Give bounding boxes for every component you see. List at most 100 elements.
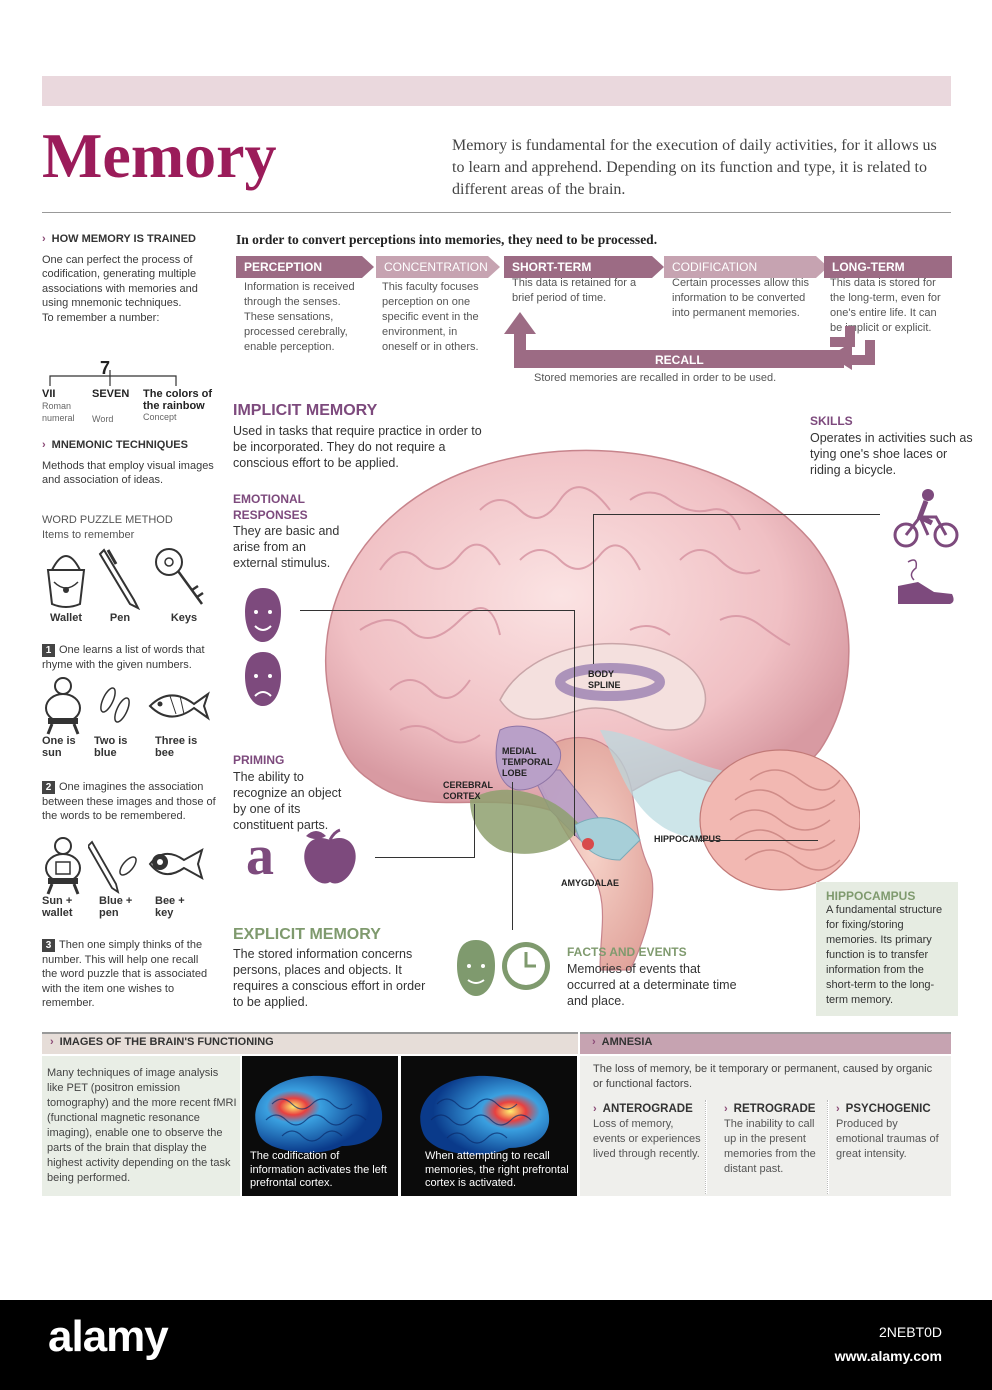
label-cerebral-cortex: CEREBRAL CORTEX <box>443 780 493 801</box>
stage-concentration-label: CONCENTRATION <box>384 260 488 274</box>
explicit-text: The stored information concerns persons,… <box>233 947 426 1009</box>
scan-caption-right: When attempting to recall memories, the … <box>425 1150 569 1189</box>
imaging-text: Many techniques of image analysis like P… <box>47 1067 237 1184</box>
fish-icon <box>148 691 210 721</box>
retrograde-text: The inability to call up in the present … <box>724 1118 816 1175</box>
wallet-icon <box>46 555 86 608</box>
pet-scan-left-icon <box>255 1075 383 1153</box>
stage-longterm-label: LONG-TERM <box>832 260 905 274</box>
stage-shortterm-text: This data is retained for a brief period… <box>512 277 637 304</box>
amnesia-retrograde: ›RETROGRADE The inability to call up in … <box>724 1102 824 1177</box>
amnesia-heading: AMNESIA <box>601 1036 653 1048</box>
item-wallet: Wallet <box>50 612 82 624</box>
anterograde-text: Loss of memory, events or experiences li… <box>593 1118 701 1160</box>
trained-section: ›HOW MEMORY IS TRAINED One can perfect t… <box>42 232 217 325</box>
combo-sun-wallet: Sun + wallet <box>42 895 73 919</box>
amnesia-text: The loss of memory, be it temporary or p… <box>593 1063 933 1090</box>
amnesia-divider-1 <box>705 1100 707 1194</box>
page-title: Memory <box>42 120 277 191</box>
form-concept-value: The colors of the rainbow <box>143 388 213 412</box>
emotional-text: They are basic and arise from an externa… <box>233 524 340 570</box>
title-divider <box>42 212 951 213</box>
process-arrows <box>236 256 952 278</box>
trained-number-intro: To remember a number: <box>42 311 160 324</box>
priming-letter: a <box>246 825 274 887</box>
leader-facts <box>512 782 513 930</box>
form-word-caption: Word <box>92 414 114 424</box>
brain-illustration <box>325 449 860 971</box>
combo-bee-key: Bee + key <box>155 895 185 919</box>
bee-key-icon <box>148 847 204 881</box>
apple-icon <box>304 828 356 884</box>
footer-logo: alamy <box>48 1312 169 1361</box>
rhyme-two: Two is blue <box>94 735 128 759</box>
label-medial-temporal-lobe: MEDIAL TEMPORAL LOBE <box>502 746 553 778</box>
retrograde-heading: RETROGRADE <box>733 1103 816 1115</box>
step-2-number: 2 <box>42 781 55 794</box>
explicit-heading: EXPLICIT MEMORY <box>233 926 381 943</box>
item-keys: Keys <box>170 612 198 624</box>
facts-text: Memories of events that occurred at a de… <box>567 962 737 1008</box>
stage-codification-label: CODIFICATION <box>672 260 758 274</box>
sumo-icon <box>45 677 81 735</box>
sun-wallet-icon <box>45 837 81 895</box>
item-pen: Pen <box>109 612 131 624</box>
footer-bar: alamy 2NEBT0D www.alamy.com <box>0 1300 992 1390</box>
rhyme-one: One is sun <box>42 735 76 759</box>
scan-caption-left: The codification of information activate… <box>250 1150 387 1189</box>
hippocampus-box-heading: HIPPOCAMPUS <box>826 889 916 903</box>
anterograde-heading: ANTEROGRADE <box>602 1103 693 1115</box>
mnemonic-text: Methods that employ visual images and as… <box>42 459 214 487</box>
method-title: WORD PUZZLE METHOD <box>42 514 173 526</box>
scan-panel-left: The codification of information activate… <box>242 1056 398 1196</box>
face-icon <box>457 940 495 996</box>
form-roman-caption: Roman numeral <box>42 401 75 423</box>
facts-heading: FACTS AND EVENTS <box>567 945 687 959</box>
implicit-heading: IMPLICIT MEMORY <box>233 402 378 419</box>
leader-skills <box>593 514 880 515</box>
leader-hippocampus <box>700 840 818 841</box>
hippocampus-box-text: A fundamental structure for fixing/stori… <box>826 904 943 1006</box>
step-1-number: 1 <box>42 644 55 657</box>
pen-icon <box>98 548 141 610</box>
method-sub: Items to remember <box>42 528 135 541</box>
clock-icon <box>502 942 550 990</box>
shoe-icon <box>898 559 954 604</box>
happy-face-icon <box>245 588 281 642</box>
leader-priming <box>375 857 475 858</box>
footer-url: www.alamy.com <box>834 1348 942 1364</box>
label-hippocampus: HIPPOCAMPUS <box>654 834 722 844</box>
form-word: SEVEN Word <box>92 388 137 424</box>
amnesia-psychogenic: ›PSYCHOGENIC Produced by emotional traum… <box>836 1102 946 1162</box>
bicycle-icon <box>893 489 959 548</box>
imaging-header: ›IMAGES OF THE BRAIN'S FUNCTIONING <box>42 1032 578 1054</box>
pet-scan-right-icon <box>420 1075 550 1155</box>
stage-concentration-text: This faculty focuses perception on one s… <box>382 281 479 353</box>
label-amygdalae: AMYGDALAE <box>561 878 619 888</box>
amnesia-divider-2 <box>827 1100 829 1194</box>
blue-pen-icon <box>88 840 137 895</box>
imaging-text-panel <box>42 1056 240 1196</box>
amnesia-header: ›AMNESIA <box>580 1032 951 1054</box>
psychogenic-heading: PSYCHOGENIC <box>845 1103 931 1115</box>
emotional-heading: EMOTIONAL RESPONSES <box>233 492 308 522</box>
footer-code: 2NEBT0D <box>878 1324 942 1340</box>
stage-perception-label: PERCEPTION <box>244 260 323 274</box>
amnesia-panel <box>580 1056 951 1196</box>
stage-shortterm-label: SHORT-TERM <box>512 260 592 274</box>
skills-text: Operates in activities such as tying one… <box>810 431 973 477</box>
stage-codification-text: Certain processes allow this information… <box>672 277 809 319</box>
form-concept: The colors of the rainbow Concept <box>143 388 221 422</box>
sad-face-icon <box>245 652 281 706</box>
rhyme-three: Three is bee <box>155 735 198 759</box>
imaging-heading: IMAGES OF THE BRAIN'S FUNCTIONING <box>59 1036 274 1048</box>
number-seven: 7 <box>100 358 111 378</box>
mnemonic-heading: MNEMONIC TECHNIQUES <box>51 439 188 451</box>
number-bracket <box>49 370 177 386</box>
scan-panel-right: When attempting to recall memories, the … <box>401 1056 577 1196</box>
leader-emotional <box>300 610 574 611</box>
recall-text: Stored memories are recalled in order to… <box>534 372 777 384</box>
recall-arrow <box>504 312 875 370</box>
